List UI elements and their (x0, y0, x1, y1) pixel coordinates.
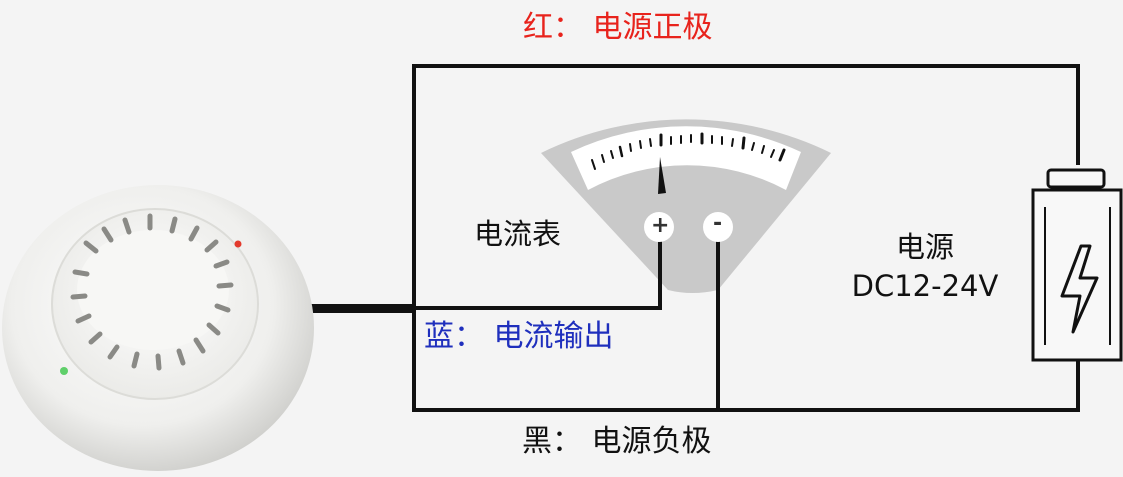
smoke-detector-sensor (2, 185, 314, 471)
terminal-plus-circle (644, 212, 674, 242)
sensor-red-led (234, 240, 242, 248)
black-wire-label: 黑： 电源负极 (522, 424, 712, 459)
sensor-vent-slots (70, 213, 234, 371)
ammeter-needle (658, 157, 666, 194)
power-supply-label-line1: 电源 (895, 230, 954, 264)
circuit-wires (412, 64, 1080, 412)
blue-wire-label: 蓝： 电流输出 (424, 319, 614, 354)
terminal-plus-label: + (651, 213, 670, 238)
power-supply-label: 电源 DC12-24V (820, 233, 1030, 311)
blue-wire-path (414, 240, 662, 310)
black-wire-path (412, 308, 1080, 412)
power-supply-label-line2: DC12-24V (851, 269, 999, 303)
terminal-minus-label: - (713, 211, 723, 236)
ammeter-scale (591, 132, 786, 170)
ammeter-label: 电流表 (474, 217, 562, 251)
red-wire-path (412, 64, 1080, 308)
sensor-green-led (60, 367, 68, 375)
red-wire-label: 红： 电源正极 (523, 10, 713, 45)
lightning-battery-icon (1031, 168, 1123, 362)
terminal-minus-circle (703, 212, 733, 242)
sensor-cable (300, 304, 416, 313)
